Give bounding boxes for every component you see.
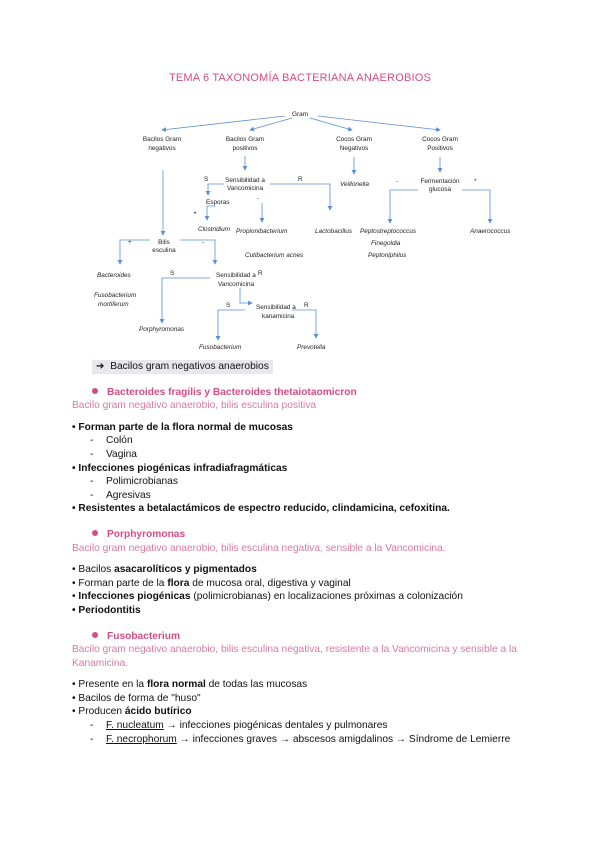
section-heading: ➔ Bacilos gram negativos anaerobios (92, 360, 532, 374)
edge-bilis-neg (180, 239, 218, 265)
node-cutibacterium: Cutibacterium acnes (245, 252, 304, 259)
node-bacteroides: Bacteroides (97, 272, 132, 279)
node-fusobacterium: Fusobacterium (199, 344, 242, 351)
node-cgn-2: Negativos (340, 145, 368, 152)
label-dash1: - (257, 195, 259, 202)
edge-ferm-pos (462, 189, 493, 224)
page-title: TEMA 6 TAXONOMÍA BACTERIANA ANAEROBIOS (168, 72, 432, 84)
edge-bilis-pos (117, 239, 150, 265)
node-esporas: Esporas (206, 199, 229, 206)
porphyromonas-item-3: • Infecciones piogénicas (polimicrobiana… (72, 591, 463, 603)
node-pepto: Peptostreptococcus (360, 228, 417, 235)
label-dash2: - (396, 178, 398, 185)
edge-gram-cgp (317, 115, 441, 132)
edge-ferm-neg (387, 189, 418, 224)
label-s1: S (204, 176, 208, 183)
edge-vanco2-s (159, 277, 210, 324)
node-ferm-2: glucosa (429, 186, 451, 193)
bullet-icon (92, 387, 98, 394)
content: ➔ Bacilos gram negativos anaerobios Bact… (72, 360, 532, 746)
bacteroides-desc: Bacilo gram negativo anaerobio, bilis es… (72, 400, 317, 412)
edge-vanco-s (205, 183, 224, 196)
fusobacterium-item-2: • Bacilos de forma de "huso" (72, 692, 201, 704)
label-r2: R (258, 270, 263, 277)
label-bilis-neg: - (202, 239, 204, 246)
label-s2: S (170, 270, 174, 277)
bacteroides-item-1: • Forman parte de la flora normal de muc… (72, 421, 293, 433)
edge-kana-s (215, 309, 245, 341)
node-peptoniphilus: Peptoniphilus (368, 252, 407, 259)
node-vanco2-2: Vancomicina (218, 281, 255, 288)
edge-gram-bgp (249, 117, 293, 132)
node-lactobacillus: Lactobacillus (315, 228, 353, 235)
node-propionibacterium: Propionibacterium (236, 228, 288, 235)
node-bgn-1: Bacilos Gram (143, 136, 181, 143)
edge-gram-cgn (309, 117, 353, 132)
fusobacterium-sub-2: -F. necrophorum → infecciones graves → a… (90, 733, 511, 745)
node-clostridium: Clostridium (198, 226, 231, 233)
bacteroides-sub1-2: -Vagina (90, 448, 137, 460)
bullet-icon (92, 631, 98, 638)
fusobacterium-sub-1: -F. nucleatum → infecciones piogénicas d… (90, 720, 388, 732)
bacteroides-sub2-1: -Polimicrobianas (90, 476, 178, 488)
node-fuso-mort-1: Fusobacterium (94, 292, 137, 299)
label-star2: * (474, 178, 477, 185)
label-s3: S (226, 302, 230, 309)
node-fuso-mort-2: mortiferum (98, 301, 129, 308)
edge-gram-bgn (161, 115, 286, 132)
porphyromonas-item-1: • Bacilos asacarolíticos y pigmentados (72, 564, 257, 576)
bacteroides-item-2: • Infecciones piogénicas infradiafragmát… (72, 462, 288, 474)
bacteroides-item-3: • Resistentes a betalactámicos de espect… (72, 503, 450, 515)
node-prevotella: Prevotella (297, 344, 326, 351)
bacteroides-sub1-1: -Colón (90, 435, 133, 447)
node-gram: Gram (292, 111, 308, 118)
node-vanco1-2: Vancomicina (227, 185, 264, 192)
node-vanco1-1: Sensibilidad a (225, 177, 265, 184)
arrow-icon: ➔ Bacilos gram negativos anaerobios (92, 360, 273, 374)
edge-vanco2-r (239, 288, 253, 306)
label-r1: R (298, 176, 303, 183)
section-heading-text: Bacilos gram negativos anaerobios (110, 361, 269, 372)
fusobacterium-desc: Bacilo gram negativo anaerobio, bilis es… (72, 644, 517, 669)
node-veillonella: Veillonella (340, 181, 369, 188)
node-kana-2: kanamicina (262, 313, 295, 320)
edge-kana-r (292, 309, 319, 339)
node-kana-1: Sensibilidad a (256, 304, 296, 311)
porphyromonas-heading: Porphyromonas (92, 528, 532, 542)
node-bilis-2: esculina (152, 247, 176, 254)
taxonomy-diagram: Gram Bacilos Gram negativos Bacilos Gram… (94, 111, 511, 351)
bacteroides-heading: Bacteroides fragilis y Bacteroides theta… (92, 386, 532, 400)
bullet-icon (92, 529, 98, 536)
node-cgp-2: Positivos (427, 145, 453, 152)
node-bilis-1: Bilis (158, 239, 170, 246)
label-r3: R (304, 302, 309, 309)
fusobacterium-heading: Fusobacterium (92, 630, 532, 644)
porphyromonas-desc: Bacilo gram negativo anaerobio, bilis es… (72, 542, 446, 554)
bacteroides-sub2-2: -Agresivas (90, 489, 151, 501)
node-cgn-1: Cocos Gram (336, 136, 372, 143)
porphyromonas-item-4: • Periodontitis (72, 604, 141, 616)
node-cgp-1: Cocos Gram (422, 136, 458, 143)
label-bilis-pos: + (128, 239, 132, 246)
node-vanco2-1: Sensibilidad a (216, 272, 256, 279)
node-bgp-1: Bacilos Gram (226, 136, 264, 143)
fusobacterium-item-3: • Producen ácido butírico (72, 706, 192, 718)
fusobacterium-item-1: • Presente en la flora normal de todas l… (72, 679, 308, 691)
edge-vanco-r (270, 183, 333, 211)
edge-esporas (204, 205, 215, 221)
label-star1: • (194, 210, 196, 217)
node-bgn-2: negativos (148, 145, 175, 152)
node-finegoldia: Finegoldia (371, 240, 401, 247)
node-bgp-2: positivos (233, 145, 258, 152)
node-ferm-1: Fermentación (420, 178, 460, 185)
node-porphyromonas: Porphyromonas (139, 326, 185, 333)
porphyromonas-item-2: • Forman parte de la flora de mucosa ora… (72, 577, 351, 589)
node-anaerococcus: Anaerococcus (469, 228, 511, 235)
